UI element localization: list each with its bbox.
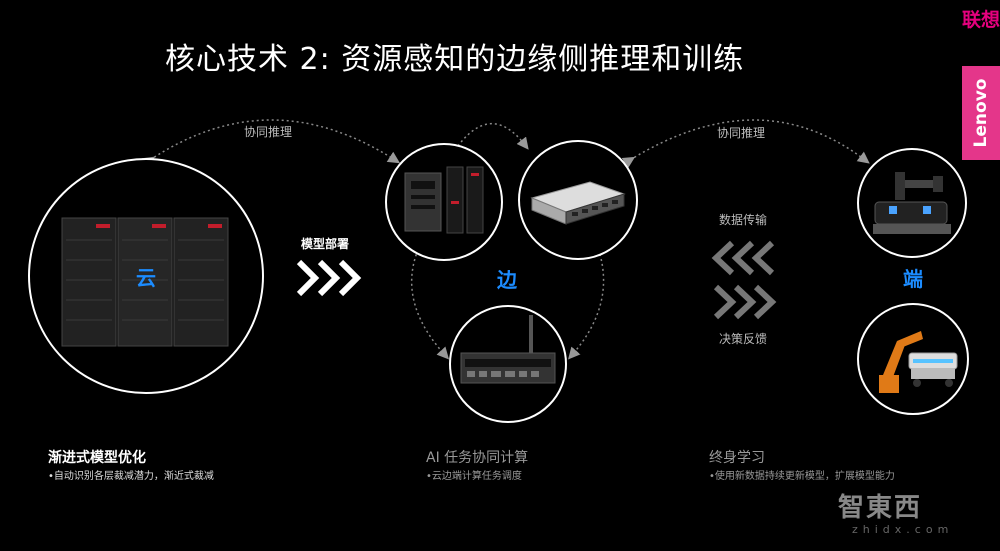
- edge-circle-industrial-pc: [385, 143, 503, 261]
- mobile-robot-icon: [873, 172, 951, 234]
- section-left-sub: •自动识别各层裁减潜力，渐近式裁减: [48, 471, 214, 482]
- deploy-chevrons: [296, 259, 362, 297]
- rack-server-icon: [530, 181, 626, 225]
- collab-label-left: 协同推理: [244, 125, 293, 139]
- section-left-title: 渐进式模型优化: [48, 450, 146, 466]
- watermark-sub: zhidx.com: [852, 523, 954, 536]
- section-middle-title: AI 任务协同计算: [426, 450, 529, 466]
- device-circle-robot: [857, 148, 967, 258]
- brand-cn: 联想: [962, 0, 1000, 62]
- edge-circle-server: [518, 140, 638, 260]
- edge-circle-gateway: [449, 305, 567, 423]
- industrial-pc-icon: [404, 166, 484, 234]
- device-circle-robot-arm: [857, 303, 969, 415]
- server-rack-icon: [61, 217, 229, 347]
- watermark: 智東西: [838, 493, 923, 523]
- data-transfer-chevrons: [711, 240, 775, 276]
- feedback-chevrons: [713, 284, 777, 320]
- deploy-label: 模型部署: [301, 237, 350, 251]
- device-label: 端: [903, 267, 923, 291]
- lenovo-logo: 联想 Lenovo: [962, 0, 1000, 160]
- edge-gateway-icon: [460, 315, 556, 384]
- collab-arc-right: [621, 119, 870, 169]
- section-middle-sub: •云边端计算任务调度: [426, 471, 522, 482]
- edge-arc-left: [410, 237, 450, 360]
- edge-arc-top: [446, 122, 529, 159]
- cloud-label: 云: [136, 266, 156, 290]
- section-right-sub: •使用新数据持续更新模型，扩展模型能力: [709, 471, 895, 482]
- page-title: 核心技术 2: 资源感知的边缘侧推理和训练: [165, 42, 745, 77]
- section-right-title: 终身学习: [709, 450, 765, 466]
- data-transfer-label: 数据传输: [719, 213, 768, 227]
- decision-feedback-label: 决策反馈: [719, 332, 768, 346]
- robot-arm-icon: [879, 331, 958, 393]
- cloud-circle: [28, 158, 264, 394]
- collab-arc-left: [141, 119, 401, 169]
- edge-label: 边: [497, 268, 517, 292]
- collab-label-right: 协同推理: [717, 126, 766, 140]
